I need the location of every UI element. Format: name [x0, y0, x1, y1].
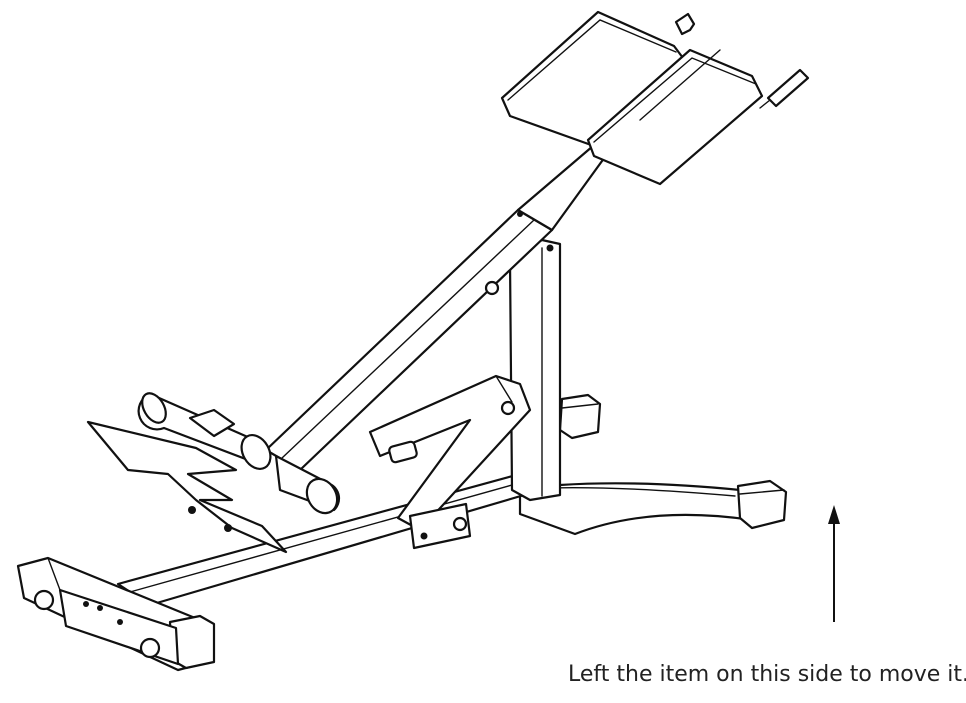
- upright-post: [508, 238, 562, 502]
- adjustment-knob: [388, 280, 500, 464]
- instruction-caption: Left the item on this side to move it.: [568, 662, 966, 687]
- front-stabilizer-foot: [16, 556, 216, 672]
- foot-plate: [86, 420, 288, 554]
- ankle-roller-pads: [137, 392, 341, 515]
- rear-stabilizer-foot-back: [558, 393, 602, 440]
- curved-base-leg: [518, 472, 788, 536]
- up-arrow-icon: [828, 505, 840, 622]
- thigh-pads: [500, 10, 764, 186]
- handle-bars: [674, 12, 810, 109]
